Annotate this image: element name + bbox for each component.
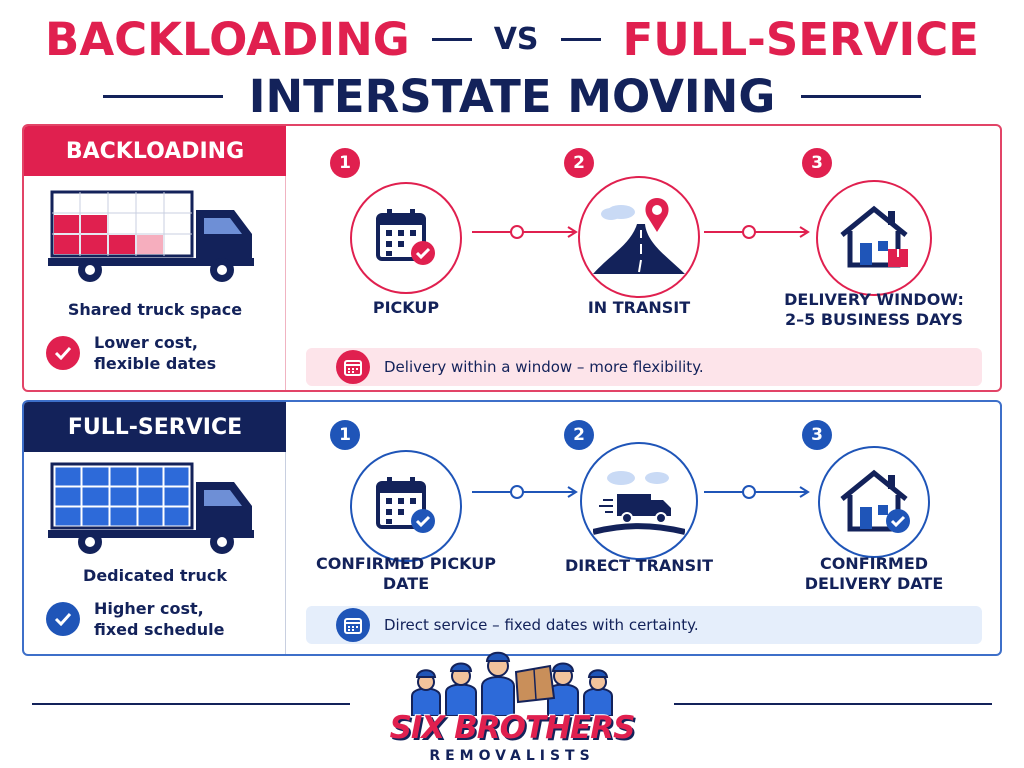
calendar-check-icon xyxy=(376,209,435,265)
shared-truck-icon xyxy=(48,190,254,282)
movers-team-icon xyxy=(411,651,613,717)
title-interstate-moving: INTERSTATE MOVING xyxy=(248,69,776,123)
step-label: DIRECT TRANSIT xyxy=(564,556,714,575)
step-number: 3 xyxy=(802,420,832,450)
step-number: 2 xyxy=(564,420,594,450)
step-number: 2 xyxy=(564,148,594,178)
six-brothers-logo: SIX BROTHERS REMOVALISTS xyxy=(360,646,664,768)
step-in-transit xyxy=(578,176,700,298)
backloading-benefit: Lower cost, flexible dates xyxy=(46,332,244,374)
backloading-truck-caption: Shared truck space xyxy=(67,300,243,319)
full-service-note-text: Direct service – fixed dates with certai… xyxy=(384,616,699,634)
calendar-check-icon xyxy=(376,477,435,533)
step-pickup xyxy=(350,182,462,294)
backloading-note-text: Delivery within a window – more flexibil… xyxy=(384,358,704,376)
full-service-panel: FULL-SERVICE Dedicated truck Higher cost… xyxy=(22,400,1002,656)
title-row-2: INTERSTATE MOVING xyxy=(0,68,1024,124)
full-service-label: FULL-SERVICE xyxy=(24,402,286,452)
step-label: PICKUP xyxy=(372,298,440,317)
footer-divider-right xyxy=(674,703,992,705)
full-service-summary: FULL-SERVICE Dedicated truck Higher cost… xyxy=(24,402,286,654)
full-service-benefit-text: Higher cost, fixed schedule xyxy=(94,599,225,639)
backloading-label: BACKLOADING xyxy=(24,126,286,176)
arrow-connector xyxy=(704,225,810,239)
step-label: CONFIRMED DELIVERY DATE xyxy=(804,554,944,593)
backloading-panel: BACKLOADING Shared truck space Lower xyxy=(22,124,1002,392)
title-vs: VS xyxy=(493,21,539,57)
step-confirmed-delivery xyxy=(818,446,930,558)
step-direct-transit xyxy=(580,442,698,560)
step-number: 1 xyxy=(330,148,360,178)
step-label: CONFIRMED PICKUP DATE xyxy=(316,554,496,593)
arrow-connector xyxy=(704,485,810,499)
footer-divider-left xyxy=(32,703,350,705)
house-check-icon xyxy=(840,469,910,533)
arrow-connector xyxy=(472,485,578,499)
step-confirmed-pickup xyxy=(350,450,462,562)
step-number: 3 xyxy=(802,148,832,178)
dedicated-truck-icon xyxy=(48,462,254,554)
step-delivery-window xyxy=(816,180,932,296)
logo-name: SIX BROTHERS xyxy=(389,710,636,746)
logo-subtitle: REMOVALISTS xyxy=(429,748,595,764)
calendar-icon xyxy=(336,608,370,642)
moving-truck-icon xyxy=(593,471,685,535)
full-service-note: Direct service – fixed dates with certai… xyxy=(306,606,982,644)
backloading-note: Delivery within a window – more flexibil… xyxy=(306,348,982,386)
title-dash xyxy=(560,37,601,41)
title-dash xyxy=(102,94,223,98)
step-label: DELIVERY WINDOW: 2–5 BUSINESS DAYS xyxy=(784,290,964,329)
title-dash xyxy=(431,37,472,41)
check-icon xyxy=(46,602,80,636)
road-pin-icon xyxy=(593,198,685,274)
backloading-benefit-text: Lower cost, flexible dates xyxy=(94,333,217,373)
full-service-benefit: Higher cost, fixed schedule xyxy=(46,598,244,640)
title-full-service: FULL-SERVICE xyxy=(622,12,979,66)
backloading-summary: BACKLOADING Shared truck space Lower xyxy=(24,126,286,390)
step-number: 1 xyxy=(330,420,360,450)
title-row-1: BACKLOADING VS FULL-SERVICE xyxy=(0,8,1024,70)
check-icon xyxy=(46,336,80,370)
full-service-truck-caption: Dedicated truck xyxy=(83,566,227,585)
calendar-icon xyxy=(336,350,370,384)
step-label: IN TRANSIT xyxy=(587,298,691,317)
house-box-icon xyxy=(840,205,908,268)
arrow-connector xyxy=(472,225,578,239)
title-dash xyxy=(801,94,922,98)
title-backloading: BACKLOADING xyxy=(45,12,410,66)
